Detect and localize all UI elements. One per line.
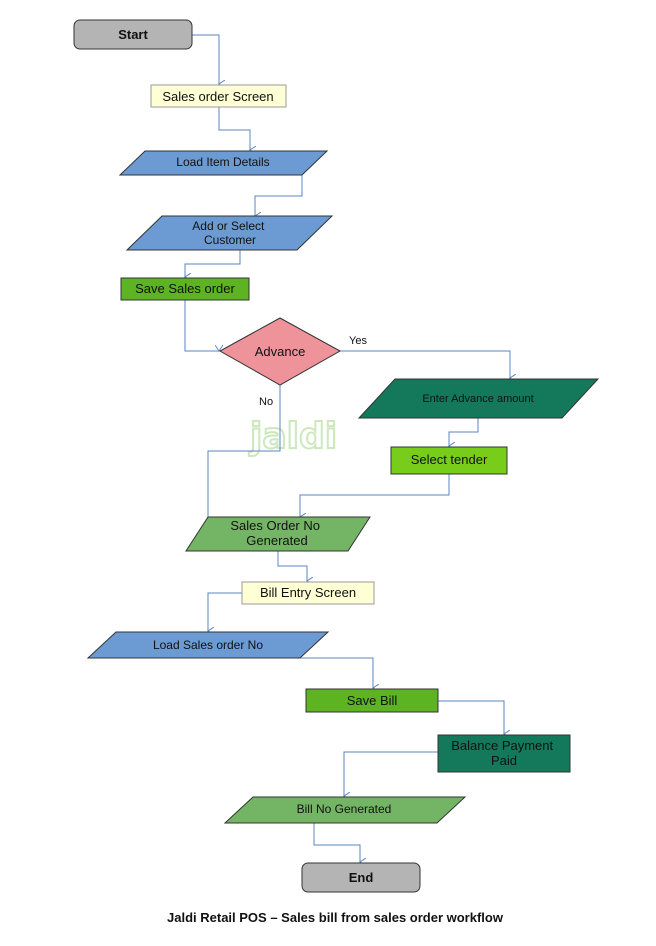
add-select-customer-label: Add or Select Customer <box>192 219 267 247</box>
connector-bill-screen-to-load-order <box>208 592 242 631</box>
connector-advance-amount-to-tender <box>449 418 479 446</box>
connector-sales-screen-to-load-items <box>218 107 250 150</box>
connector-advance-no <box>208 385 281 538</box>
connector-order-no-to-bill-screen <box>277 551 307 581</box>
sales-order-screen-node: Sales order Screen <box>150 84 287 108</box>
start-node: Start <box>73 19 193 50</box>
yes-label: Yes <box>349 335 367 347</box>
connector-balance-to-bill-no <box>344 751 438 796</box>
no-label: No <box>259 396 273 408</box>
end-label: End <box>349 870 374 885</box>
diagram-caption: Jaldi Retail POS – Sales bill from sales… <box>167 910 503 925</box>
bill-no-generated-node: Bill No Generated <box>223 796 467 824</box>
load-item-details-node: Load Item Details <box>118 150 329 176</box>
enter-advance-amount-label: Enter Advance amount <box>422 393 533 405</box>
save-bill-node: Save Bill <box>305 688 439 713</box>
connector-save-order-to-advance <box>184 300 219 351</box>
bill-entry-screen-label: Bill Entry Screen <box>260 585 356 600</box>
connector-bill-no-to-end <box>313 823 360 862</box>
connector-start-to-sales-screen <box>192 34 219 84</box>
add-select-customer-node: Add or Select Customer <box>125 215 334 251</box>
save-bill-label: Save Bill <box>347 693 398 708</box>
select-tender-node: Select tender <box>390 446 508 475</box>
sales-order-screen-label: Sales order Screen <box>162 89 273 104</box>
bill-entry-screen-node: Bill Entry Screen <box>241 581 375 605</box>
sales-order-no-generated-label: Sales Order No Generated <box>230 518 323 548</box>
connector-load-items-to-customer <box>255 163 303 216</box>
bill-no-generated-label: Bill No Generated <box>297 802 392 816</box>
start-label: Start <box>118 27 148 42</box>
enter-advance-amount-node: Enter Advance amount <box>357 378 600 419</box>
balance-payment-paid-line-2: Paid <box>491 753 517 768</box>
connectors <box>184 34 510 862</box>
load-sales-order-no-node: Load Sales order No <box>86 631 330 659</box>
connector-load-order-to-save-bill <box>296 645 373 688</box>
end-node: End <box>301 862 421 893</box>
balance-payment-paid-line-1: Balance Payment <box>451 738 553 753</box>
connector-customer-to-save-order <box>185 250 241 277</box>
select-tender-label: Select tender <box>411 452 488 467</box>
balance-payment-paid-node: Balance Payment Paid <box>437 734 571 773</box>
save-sales-order-node: Save Sales order <box>120 277 250 301</box>
load-item-details-label: Load Item Details <box>176 155 269 169</box>
connector-advance-yes <box>340 350 510 378</box>
save-sales-order-label: Save Sales order <box>135 281 235 296</box>
load-sales-order-no-label: Load Sales order No <box>153 638 263 652</box>
advance-decision-node: Advance <box>218 317 342 386</box>
sales-order-no-generated-node: Sales Order No Generated <box>185 516 371 552</box>
connector-tender-to-order-no <box>300 474 450 517</box>
sales-order-no-generated-line-2: Generated <box>246 533 307 548</box>
sales-order-no-generated-line-1: Sales Order No <box>230 518 320 533</box>
watermark-logo: jaldi <box>248 416 337 457</box>
add-select-customer-line-1: Add or Select <box>192 219 265 233</box>
add-select-customer-line-2: Customer <box>204 233 256 247</box>
connector-save-bill-to-balance <box>438 700 504 734</box>
balance-payment-paid-label: Balance Payment Paid <box>451 738 557 768</box>
advance-label: Advance <box>255 344 306 359</box>
